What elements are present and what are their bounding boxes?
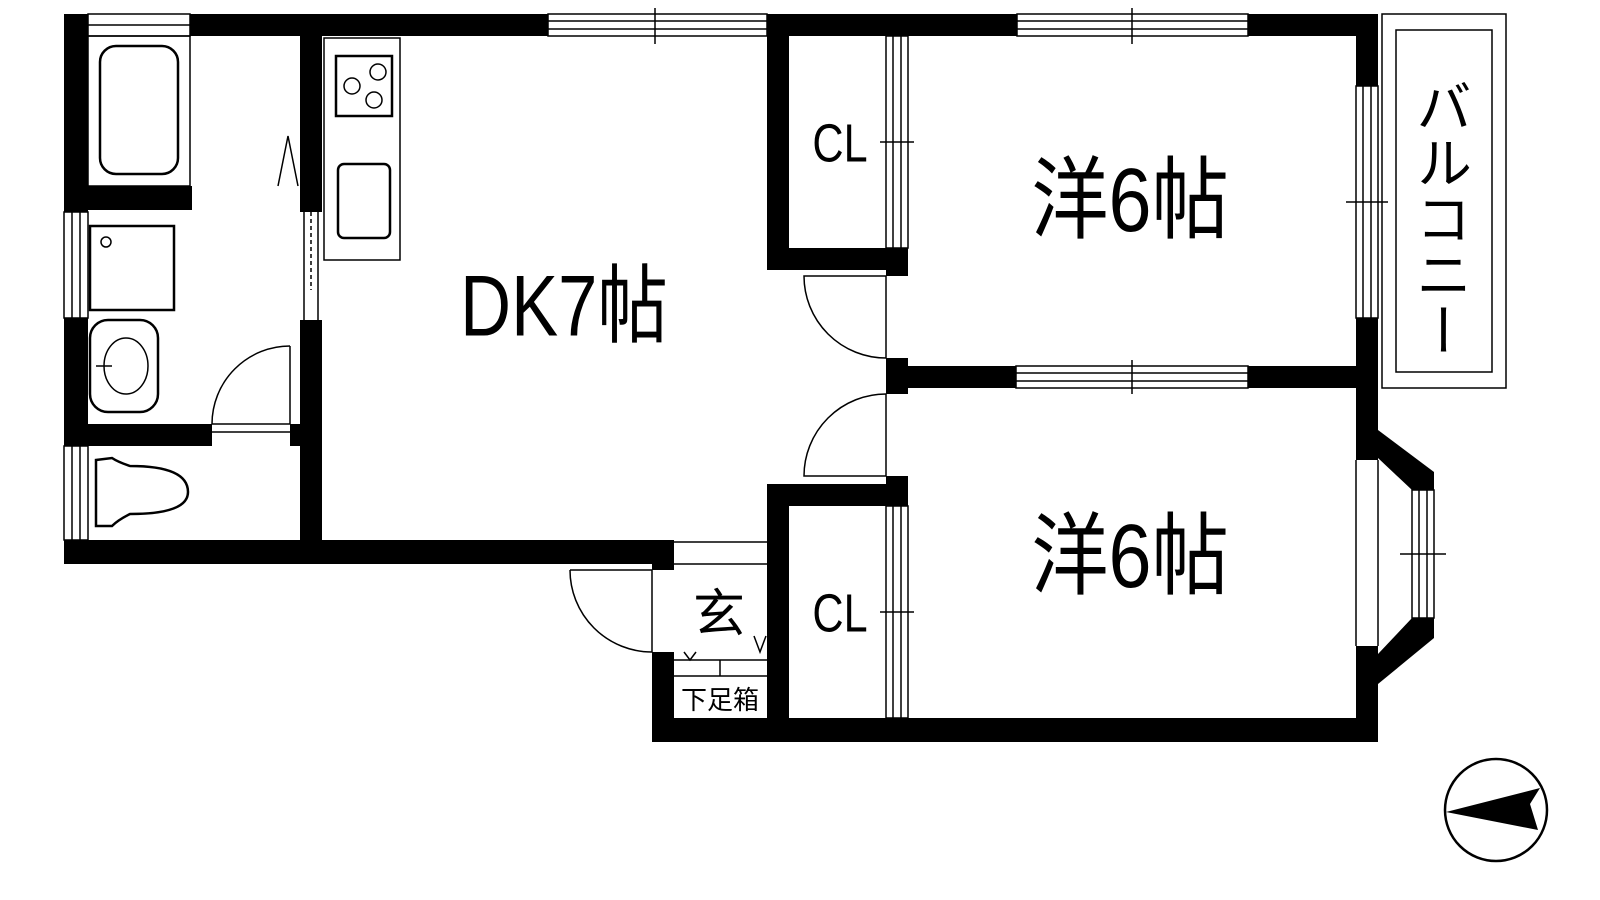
balcony-label: バルコニー	[1409, 78, 1472, 358]
entrance-label: 玄	[693, 586, 745, 644]
outer-walls	[64, 14, 1434, 742]
burner-icon	[369, 63, 387, 81]
windows	[63, 8, 1446, 646]
washing-machine-pan	[88, 224, 176, 312]
stove	[334, 54, 394, 118]
closet-2-label: CL	[812, 584, 867, 644]
room-western-1-label: 洋6帖	[1031, 150, 1229, 251]
compass	[1443, 757, 1549, 863]
interior-walls	[64, 14, 1378, 742]
entrance-area	[674, 541, 767, 677]
wash-basin	[88, 318, 160, 414]
burner-icon	[343, 77, 361, 95]
room-western-2-label: 洋6帖	[1031, 506, 1229, 607]
kitchen-sink	[336, 162, 392, 240]
closet-1-label: CL	[812, 114, 867, 174]
toilet	[94, 456, 190, 528]
closet-doors	[880, 35, 914, 719]
fixtures	[87, 35, 401, 528]
burner-icon	[365, 91, 383, 109]
kitchen-counter	[323, 37, 401, 261]
bathtub	[98, 44, 180, 176]
room-labels: DK7帖 洋6帖 洋6帖 CL CL 玄 下足箱 バルコニー	[460, 78, 1471, 715]
door-swings	[211, 275, 887, 653]
room-dk-label: DK7帖	[460, 258, 668, 354]
balcony	[1381, 13, 1507, 389]
shoe-cabinet-label: 下足箱	[681, 685, 759, 715]
north-arrow-icon	[1446, 788, 1540, 830]
